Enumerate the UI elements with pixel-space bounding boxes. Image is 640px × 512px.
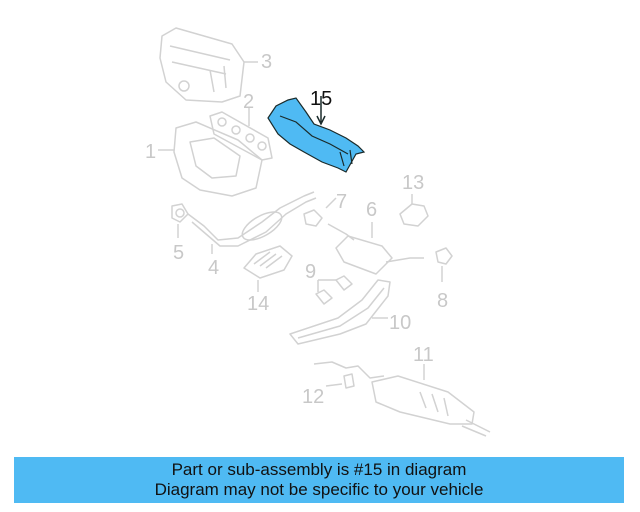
banner-part-number-text: Part or sub-assembly is #15 in diagram: [171, 460, 467, 479]
part-7-clamp: [303, 197, 337, 227]
callout-14: 14: [247, 293, 270, 315]
callout-9: 9: [305, 261, 317, 283]
exhaust-system-illustration: [158, 27, 491, 437]
banner-disclaimer-text: Diagram may not be specific to your vehi…: [154, 480, 484, 499]
callout-1: 1: [145, 141, 157, 163]
callout-3: 3: [261, 51, 273, 73]
callout-4: 4: [208, 257, 220, 279]
part-12-hanger: [325, 373, 355, 389]
callout-7: 7: [336, 191, 348, 213]
callout-15-highlighted: 15: [310, 88, 333, 110]
info-banner: Part or sub-assembly is #15 in diagram D…: [14, 457, 624, 503]
part-3-engine-cover: [159, 27, 258, 103]
callout-10: 10: [389, 312, 412, 334]
part-1-exhaust-manifold: [158, 121, 263, 197]
part-5-flange-gasket: [171, 203, 189, 238]
part-14-heat-shield: [243, 245, 293, 292]
callout-6: 6: [366, 199, 378, 221]
part-6-center-muffler: [327, 222, 424, 275]
part-8-clamp: [435, 247, 453, 282]
part-15-heat-shield-highlighted: [267, 96, 366, 173]
part-2-gasket: [209, 108, 273, 161]
callout-2: 2: [243, 91, 255, 113]
part-9-hangers: [315, 275, 353, 305]
part-4-catalytic-converter-pipe: [187, 191, 317, 254]
callout-12: 12: [302, 386, 325, 408]
part-10-heat-shield: [289, 279, 391, 345]
callout-5: 5: [173, 242, 185, 264]
parts-diagram: 1 2 3 4 5 6 7 8 9 10 11 12 13 14 15: [145, 27, 491, 437]
part-11-rear-muffler: [313, 361, 491, 437]
callout-13: 13: [402, 172, 425, 194]
part-13-bracket: [399, 194, 429, 227]
callout-11: 11: [413, 344, 434, 366]
callout-8: 8: [437, 290, 449, 312]
